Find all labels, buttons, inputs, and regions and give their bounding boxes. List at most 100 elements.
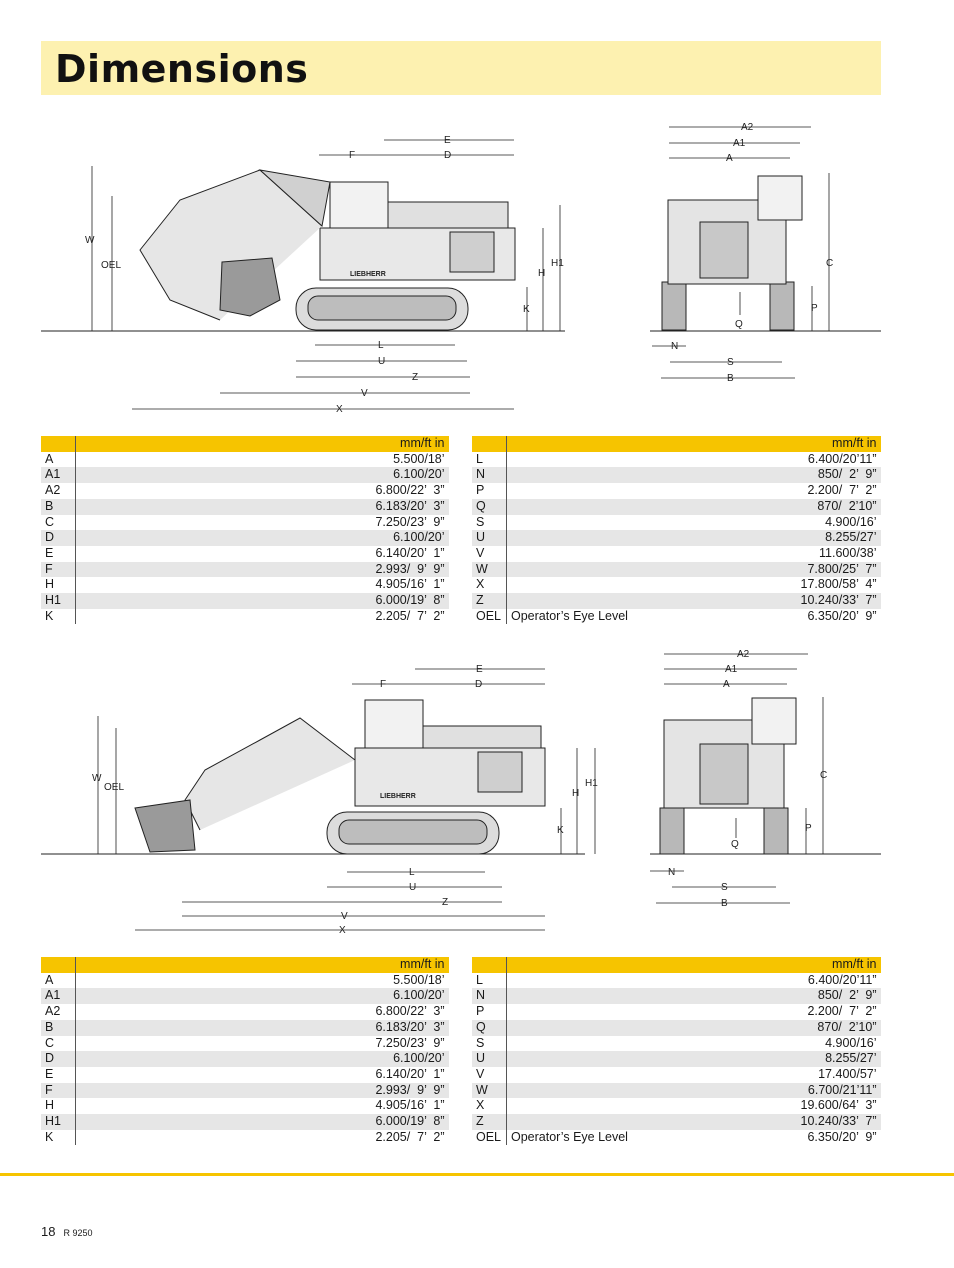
table-cell: 870/ 2’10” [693,1019,881,1036]
table-cell [506,545,694,562]
table-cell: OEL [472,1129,507,1146]
table-cell: X [472,1098,507,1115]
table-cell: mm/ft in [693,436,881,452]
label-n: N [671,341,678,352]
table-cell: H1 [41,1114,76,1130]
table-cell: U [472,1051,507,1067]
label-oel: OEL [104,782,124,793]
label-x: X [336,404,343,415]
brand-mark: LIEBHERR [350,271,386,278]
table-cell: 6.400/20’11” [693,451,881,468]
table-cell: F [41,561,76,578]
table-cell [506,1004,694,1020]
table-cell: B [41,1019,76,1036]
table-cell [506,530,694,546]
table-cell: 10.240/33’ 7” [693,1114,881,1130]
table-cell: 5.500/18’ [262,451,449,468]
table-cell: E [41,545,76,562]
table-cell: 6.140/20’ 1” [262,1066,449,1083]
table-cell [75,1114,262,1130]
table-cell [506,1066,694,1083]
table-cell: A [41,972,76,989]
table-cell: mm/ft in [262,957,449,973]
table-cell: P [472,483,507,499]
table-cell [506,436,694,452]
table-cell [41,436,76,452]
label-x: X [339,925,346,936]
table-cell: Q [472,498,507,515]
table-cell: 6.000/19’ 8” [262,1114,449,1130]
label-b: B [727,373,734,384]
table-cell [506,483,694,499]
table-cell: P [472,1004,507,1020]
table-header-row: mm/ft in [41,957,449,973]
table-cell: S [472,514,507,531]
label-d: D [444,150,451,161]
table-cell [506,1098,694,1115]
table-cell: 6.350/20’ 9” [693,1129,881,1146]
label-q: Q [731,839,739,850]
table-cell: A2 [41,1004,76,1020]
table-cell: 6.100/20’ [262,467,449,484]
table-cell [75,530,262,546]
table-cell [75,608,262,625]
table-cell [75,545,262,562]
table-cell: 2.993/ 9’ 9” [262,561,449,578]
label-h: H [538,268,545,279]
table-cell: W [472,561,507,578]
table-cell [506,467,694,484]
page-title: Dimensions [55,47,309,91]
table-cell: 870/ 2’10” [693,498,881,515]
label-c: C [820,770,827,781]
model-name: R 9250 [63,1228,93,1238]
label-d: D [475,679,482,690]
label-c: C [826,258,833,269]
table-cell [506,972,694,989]
table-cell: 2.200/ 7’ 2” [693,1004,881,1020]
label-a2: A2 [737,649,750,660]
table-cell: H [41,1098,76,1115]
label-p: P [805,823,812,834]
table-cell: Operator’s Eye Level [506,608,694,625]
table-cell: U [472,530,507,546]
label-v: V [341,911,348,922]
label-a1: A1 [725,664,738,675]
table-cell: 7.250/23’ 9” [262,1035,449,1052]
table-cell [75,498,262,515]
label-oel: OEL [101,260,121,271]
table-cell: 2.205/ 7’ 2” [262,1129,449,1146]
table-cell: Q [472,1019,507,1036]
table-cell: 17.400/57’ [693,1066,881,1083]
table-cell: 4.900/16’ [693,1035,881,1052]
footer-rule [0,1173,954,1176]
table-cell [75,1004,262,1020]
table-row: H1 6.000/19’ 8” [41,1114,449,1130]
table-cell: 4.900/16’ [693,514,881,531]
page-number: 18 [41,1224,56,1239]
table-cell: 6.800/22’ 3” [262,483,449,499]
table-cell: X [472,577,507,594]
label-s: S [727,357,734,368]
table-cell: F [41,1082,76,1099]
table-row: Q 870/ 2’10” [472,1019,881,1036]
table-cell: H1 [41,593,76,609]
brand-mark: LIEBHERR [380,793,416,800]
label-u: U [409,882,416,893]
table-cell [506,1082,694,1099]
table-cell [75,1019,262,1036]
